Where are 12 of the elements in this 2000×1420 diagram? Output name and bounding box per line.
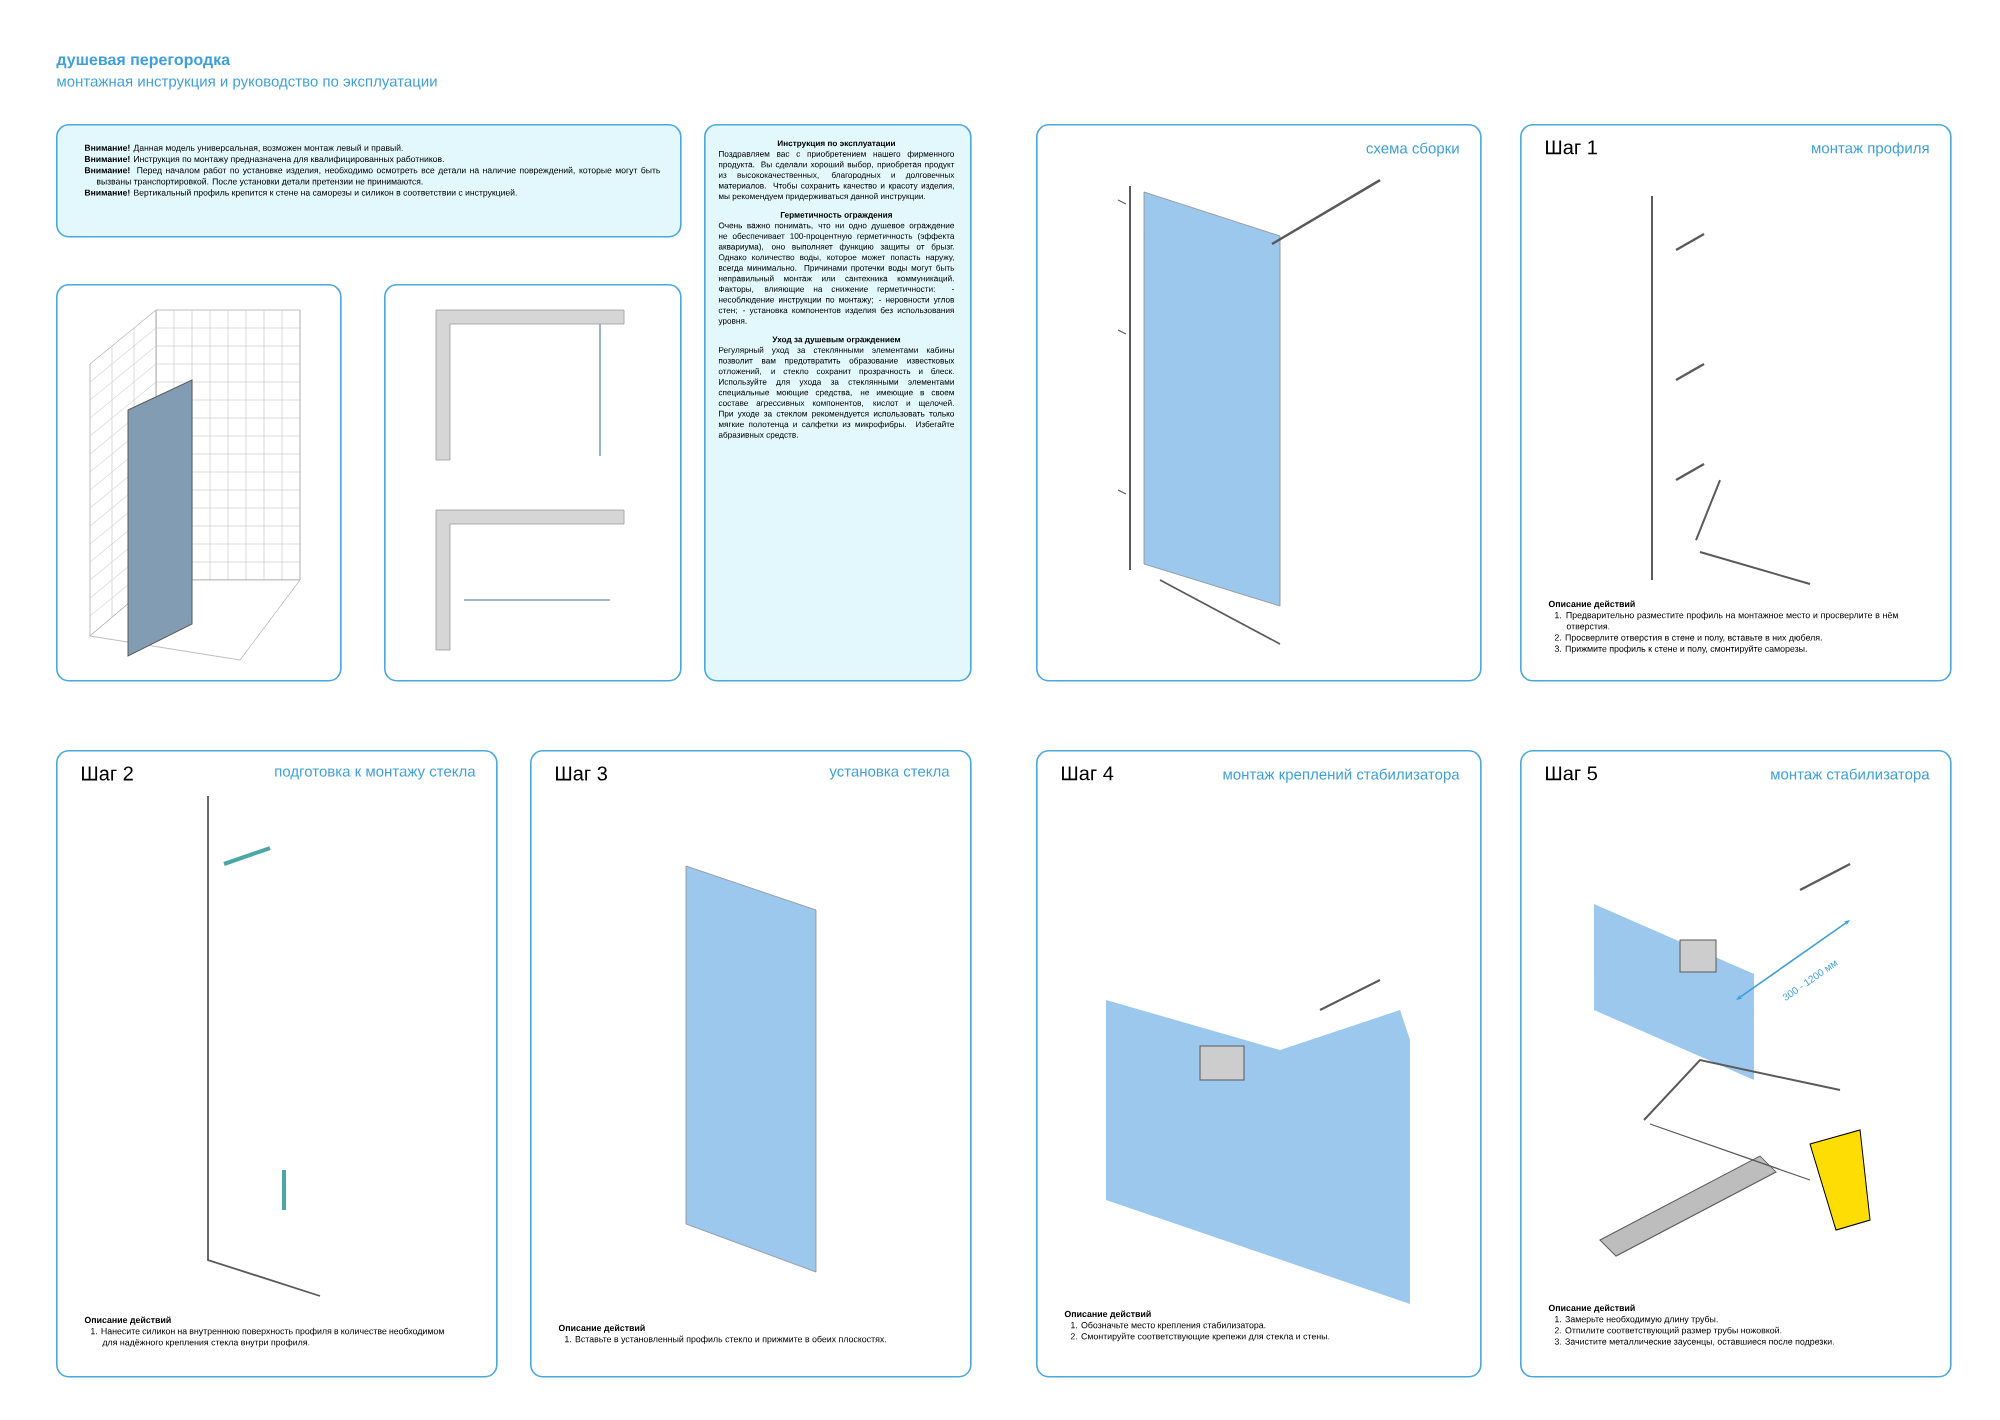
picture-panel (384, 284, 682, 682)
instructions-panel (704, 124, 972, 682)
step-number: Шаг 4 (1062, 766, 1114, 781)
step-panel (1520, 750, 1952, 1378)
step-number: Шаг 5 (1546, 766, 1597, 781)
step-panel (1520, 124, 1952, 682)
step-number: Шаг 3 (556, 766, 607, 781)
warning-box (56, 124, 682, 238)
step-number: Шаг 1 (1546, 140, 1597, 155)
title: душевая перегородка (56, 56, 231, 69)
step-number: Шаг 2 (82, 766, 133, 781)
step-panel (56, 750, 498, 1378)
